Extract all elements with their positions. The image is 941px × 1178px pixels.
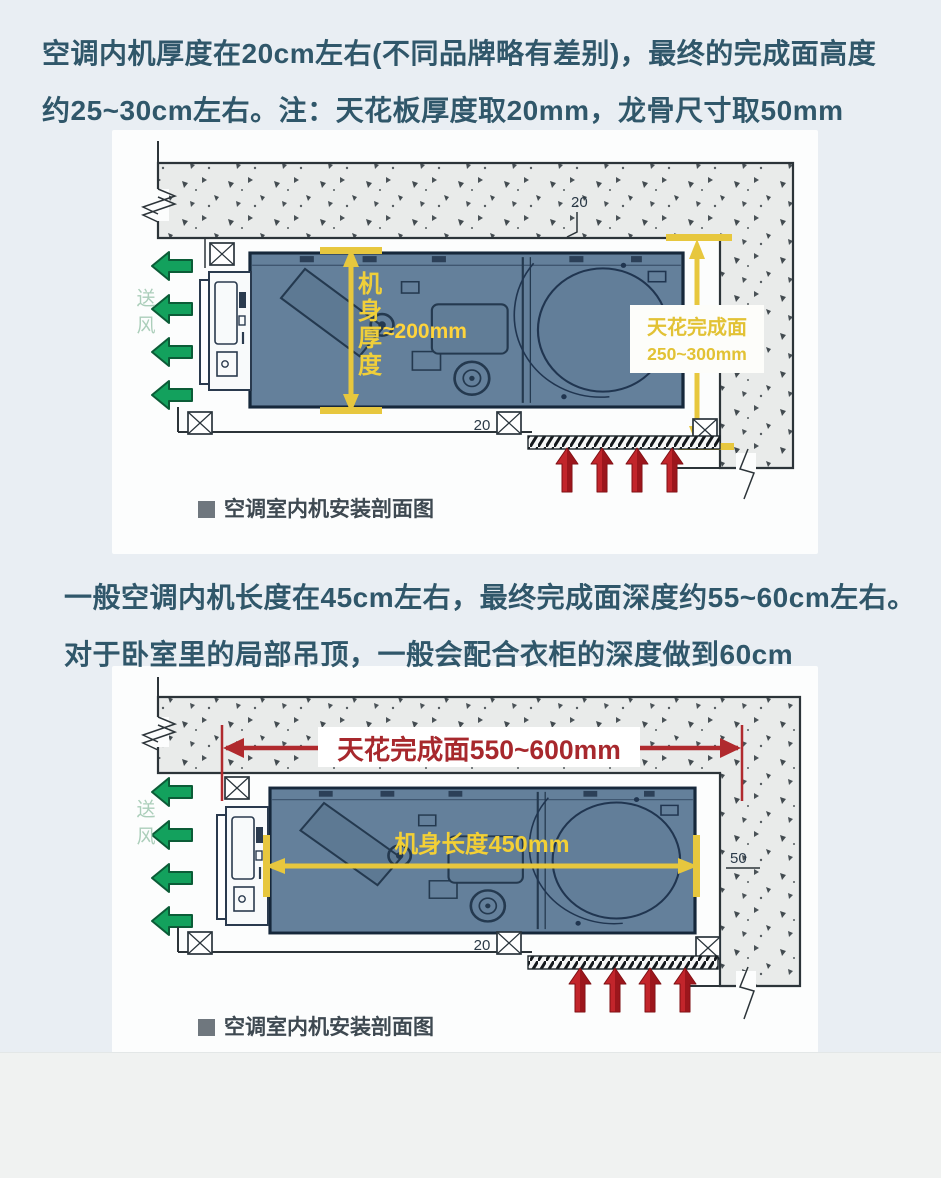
upward-airflow-arrows (568, 967, 697, 1013)
suspended-ceiling: 20 (177, 407, 721, 450)
airflow-up-arrow-icon (568, 967, 592, 1013)
ceiling-hanger-bracket-icon (224, 776, 250, 800)
suspended-ceiling: 20 (177, 927, 721, 970)
air-outlet-assembly (215, 805, 270, 927)
airflow-up-arrow-icon (590, 447, 614, 493)
ceiling-dim-title: 天花完成面 (647, 315, 747, 339)
keel-section-icon (496, 931, 522, 955)
supply-air-arrows (151, 777, 193, 936)
airflow-up-arrow-icon (625, 447, 649, 493)
supply-air-arrows (151, 251, 193, 410)
ceiling-board-hatch (527, 955, 719, 970)
ac-indoor-unit (268, 786, 697, 935)
diagram2-caption: 空调室内机安装剖面图 (198, 1015, 434, 1039)
caption-bullet (198, 501, 215, 518)
caption-bullet (198, 1019, 215, 1036)
ceiling-dim-range: 250~300mm (647, 344, 747, 364)
keel-size-value: 50 (730, 850, 747, 867)
body-thickness-value: ≈200mm (383, 320, 467, 343)
supply-air-arrow-icon (151, 820, 193, 850)
air-outlet-assembly (198, 270, 253, 392)
body-length-dimension: 机身长度450mm (263, 830, 700, 897)
keel-section-icon (187, 411, 213, 435)
ceiling-dim-label-band (318, 727, 640, 767)
section2-line-2: 对于卧室里的局部吊顶，一般会配合衣柜的深度做到60cm (64, 639, 794, 670)
supply-air-label: 送风 (134, 799, 156, 853)
body-thickness-label: 机身厚度 (354, 271, 382, 379)
keel-section-icon (496, 411, 522, 435)
airflow-up-arrow-icon (660, 447, 684, 493)
ac-unit-section-diagram-1: 20 送风 机身厚度 ≈200mm (134, 141, 795, 521)
body-length-value: 机身长度450mm (395, 830, 570, 857)
board-thickness-value: 20 (474, 937, 491, 954)
finished-ceiling-dimension: 天花完成面 250~300mm (630, 234, 764, 450)
section2-line-1: 一般空调内机长度在45cm左右，最终完成面深度约55~60cm左右。 (64, 582, 916, 613)
supply-air-label: 送风 (134, 288, 156, 342)
supply-air-arrow-icon (151, 294, 193, 324)
concrete-slab-and-wall (141, 141, 795, 500)
ac-unit-section-diagram-2: 天花完成面550~600mm 送风 机身长度450mm 50 (134, 677, 802, 1039)
ceiling-hanger-bracket-icon (209, 242, 235, 266)
keel-size-label: 50 (726, 850, 760, 869)
supply-air-arrow-icon (151, 337, 193, 367)
caption-text: 空调室内机安装剖面图 (224, 497, 434, 521)
supply-air-arrow-icon (151, 906, 193, 936)
airflow-up-arrow-icon (673, 967, 697, 1013)
slab-thickness-value: 20 (571, 194, 588, 211)
airflow-up-arrow-icon (555, 447, 579, 493)
supply-air-arrow-icon (151, 777, 193, 807)
body-thickness-dimension: 机身厚度 ≈200mm (320, 247, 467, 414)
caption-text: 空调室内机安装剖面图 (224, 1015, 434, 1039)
ceiling-width-dimension: 天花完成面550~600mm (220, 725, 744, 801)
ceiling-width-value: 天花完成面550~600mm (337, 735, 621, 765)
supply-air-arrow-icon (151, 380, 193, 410)
upward-airflow-arrows (555, 447, 684, 493)
slab-thickness-label: 20 (566, 194, 588, 238)
keel-section-icon (187, 931, 213, 955)
ceiling-board-hatch (527, 435, 721, 450)
airflow-up-arrow-icon (603, 967, 627, 1013)
supply-air-arrow-icon (151, 863, 193, 893)
header-line-1: 空调内机厚度在20cm左右(不同品牌略有差别)，最终的完成面高度 (42, 38, 877, 69)
bottom-band (0, 1052, 941, 1178)
board-thickness-value: 20 (474, 417, 491, 434)
supply-air-arrow-icon (151, 251, 193, 281)
diagram1-caption: 空调室内机安装剖面图 (198, 497, 434, 521)
ceiling-dim-label-box (630, 305, 764, 373)
airflow-up-arrow-icon (638, 967, 662, 1013)
concrete-slab-and-wall (141, 677, 802, 1020)
header-line-2: 约25~30cm左右。注：天花板厚度取20mm，龙骨尺寸取50mm (42, 95, 844, 126)
